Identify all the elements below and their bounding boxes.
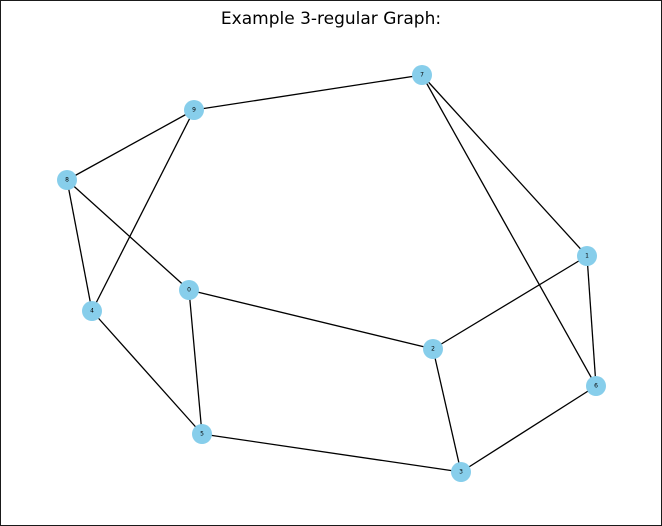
node-label-6: 6 [594, 383, 598, 390]
node-4 [82, 301, 102, 321]
edge-6-7 [421, 74, 597, 387]
edge-7-9 [193, 74, 423, 111]
edge-1-2 [432, 255, 588, 350]
edge-1-6 [586, 255, 597, 387]
node-5 [192, 424, 212, 444]
figure-title: Example 3-regular Graph: [220, 9, 442, 29]
edge-4-9 [91, 109, 195, 312]
node-2 [423, 339, 443, 359]
edge-3-5 [201, 433, 462, 473]
edge-4-5 [91, 310, 203, 435]
node-label-2: 2 [431, 346, 435, 353]
edge-0-2 [188, 289, 434, 350]
node-label-7: 7 [420, 72, 424, 79]
edge-3-6 [460, 385, 597, 473]
edge-4-8 [66, 179, 93, 312]
edges-layer [66, 74, 597, 473]
node-label-3: 3 [459, 469, 463, 476]
node-label-8: 8 [65, 177, 69, 184]
node-label-4: 4 [90, 308, 94, 315]
edge-8-9 [66, 109, 195, 181]
edge-1-7 [421, 74, 588, 257]
node-6 [586, 376, 606, 396]
node-label-1: 1 [585, 253, 589, 260]
node-label-9: 9 [192, 107, 196, 114]
node-label-5: 5 [200, 431, 204, 438]
node-9 [184, 100, 204, 120]
edge-0-5 [188, 289, 203, 435]
node-1 [577, 246, 597, 266]
edge-0-8 [66, 179, 190, 291]
node-7 [412, 65, 432, 85]
edge-2-3 [432, 348, 462, 473]
node-8 [57, 170, 77, 190]
nodes-layer: 0 1 2 3 4 5 6 7 8 9 [57, 65, 606, 482]
node-label-0: 0 [187, 287, 191, 294]
node-3 [451, 462, 471, 482]
node-0 [179, 280, 199, 300]
